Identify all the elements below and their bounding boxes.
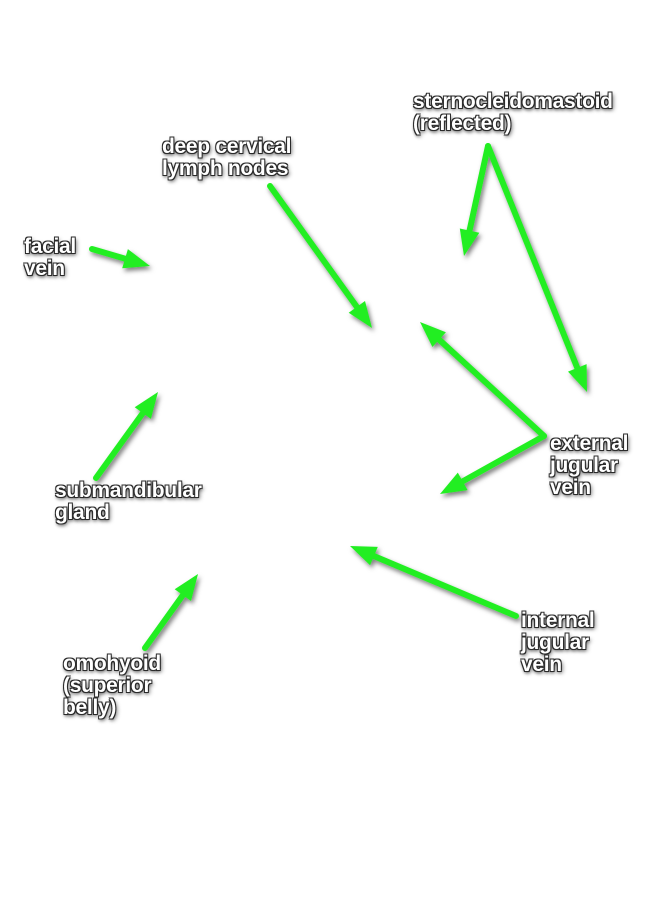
arrow-omohyoid-head: [174, 574, 198, 601]
label-submandibular-line2: gland: [55, 501, 110, 524]
arrow-internal-jugular-shaft: [369, 552, 519, 619]
label-deep-cervical-line2: lymph nodes: [162, 157, 289, 180]
arrow-deep-cervical: [267, 183, 372, 328]
label-sternocleidomastoid-line2: (reflected): [413, 112, 512, 135]
label-omohyoid-line2: (superior: [63, 674, 152, 697]
label-sternocleidomastoid: sternocleidomastoid (reflected): [413, 91, 613, 135]
label-internal-jugular-line2: jugular: [521, 631, 589, 654]
label-external-jugular-line2: jugular: [550, 454, 618, 477]
label-submandibular-gland: submandibular gland: [55, 480, 202, 524]
label-facial-vein-line1: facial: [24, 235, 76, 258]
label-internal-jugular-line3: vein: [521, 653, 562, 676]
arrow-internal-jugular-head: [350, 546, 378, 566]
label-external-jugular-line1: external: [550, 432, 629, 455]
label-internal-jugular-line1: internal: [521, 609, 595, 632]
arrow-external-jugular-1-head: [420, 322, 446, 347]
label-external-jugular-vein: external jugular vein: [550, 433, 628, 499]
arrow-internal-jugular: [350, 546, 519, 619]
arrow-submandibular: [93, 392, 158, 481]
label-omohyoid-line3: belly): [63, 696, 117, 719]
label-facial-vein-line2: vein: [24, 257, 65, 280]
arrow-external-jugular-2-shaft: [457, 433, 547, 486]
arrow-sternocleidomastoid-2: [485, 143, 587, 392]
arrow-deep-cervical-head: [348, 301, 372, 328]
label-deep-cervical-line1: deep cervical: [162, 135, 292, 158]
label-external-jugular-line3: vein: [550, 476, 591, 499]
arrow-facial-vein: [89, 246, 150, 269]
arrow-external-jugular-2-head: [440, 472, 468, 494]
label-deep-cervical-lymph-nodes: deep cervical lymph nodes: [162, 136, 291, 180]
label-submandibular-line1: submandibular: [55, 479, 202, 502]
arrow-facial-vein-shaft: [89, 246, 130, 263]
arrow-sternocleidomastoid-1: [459, 143, 491, 256]
arrow-omohyoid-shaft: [142, 590, 188, 651]
arrow-external-jugular-2: [440, 433, 547, 494]
arrow-sternocleidomastoid-2-shaft: [485, 143, 582, 373]
arrow-sternocleidomastoid-1-head: [459, 228, 480, 256]
arrow-external-jugular-1-shaft: [434, 335, 547, 439]
arrow-omohyoid: [142, 574, 198, 651]
arrow-submandibular-shaft: [93, 408, 147, 481]
arrow-submandibular-head: [134, 392, 158, 419]
label-sternocleidomastoid-line1: sternocleidomastoid: [413, 90, 613, 113]
arrow-deep-cervical-shaft: [267, 183, 361, 312]
arrow-sternocleidomastoid-1-shaft: [466, 143, 491, 236]
arrow-external-jugular-1: [420, 322, 547, 439]
arrow-facial-vein-head: [122, 249, 150, 269]
label-internal-jugular-vein: internal jugular vein: [521, 609, 595, 676]
label-omohyoid-line1: omohyoid: [63, 652, 161, 675]
label-omohyoid-superior-belly: omohyoid (superior belly): [63, 653, 161, 719]
label-facial-vein: facial vein: [24, 236, 76, 280]
arrow-sternocleidomastoid-2-head: [568, 364, 587, 392]
